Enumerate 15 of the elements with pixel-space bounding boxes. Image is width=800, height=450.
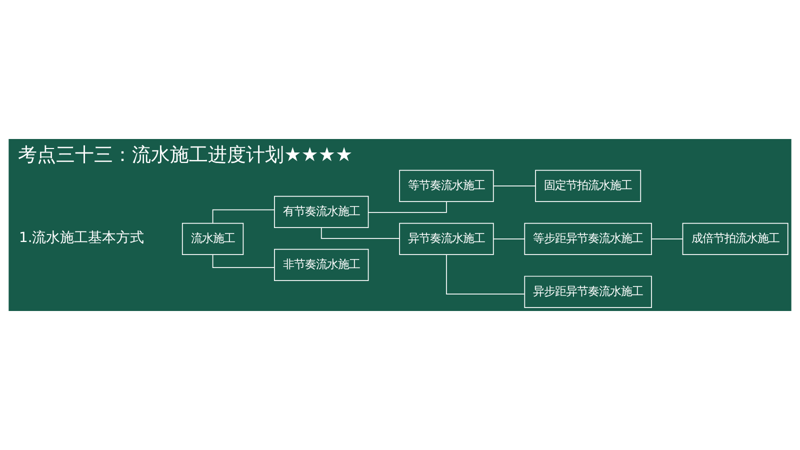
node-box: 等步距异节奏流水施工	[524, 222, 652, 255]
connector	[493, 238, 525, 240]
node-box: 异节奏流水施工	[399, 222, 494, 255]
connector	[446, 254, 525, 294]
label: 1.流水施工基本方式	[19, 230, 144, 246]
diagram-title: 考点三十三：流水施工进度计划★★★★	[18, 143, 353, 166]
node-box: 异步距异节奏流水施工	[524, 276, 652, 308]
node-box: 成倍节拍流水施工	[682, 222, 788, 255]
node-box: 等节奏流水施工	[399, 170, 494, 202]
node-box: 流水施工	[182, 222, 244, 255]
node-box: 固定节拍流水施工	[535, 170, 642, 202]
connector	[493, 185, 536, 186]
connector	[651, 238, 683, 240]
node-box: 有节奏流水施工	[274, 196, 369, 228]
node-box: 非节奏流水施工	[274, 248, 369, 282]
